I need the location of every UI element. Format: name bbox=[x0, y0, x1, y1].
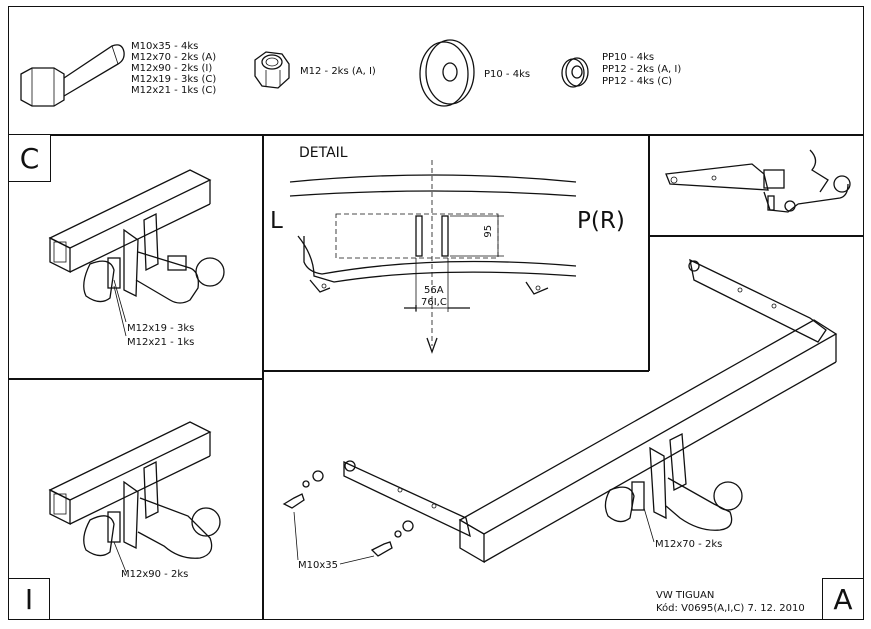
large-washer-spec: P10 - 4ks bbox=[484, 69, 531, 80]
bolt-spec-3: M12x90 - 2ks (I) bbox=[131, 63, 213, 74]
main-assembly-drawing bbox=[282, 258, 838, 565]
panel-c-label-1: M12x19 - 3ks bbox=[127, 323, 195, 334]
tow-hitch-i-drawing bbox=[48, 421, 221, 573]
main-letter: A bbox=[833, 582, 853, 616]
tow-hitch-c-drawing bbox=[48, 169, 225, 337]
panel-i-label: M12x90 - 2ks bbox=[121, 569, 189, 580]
drawing-frame bbox=[8, 6, 864, 620]
panel-i-letter: I bbox=[24, 582, 34, 616]
large-washer-icon bbox=[419, 39, 475, 107]
divider-left-mid bbox=[8, 378, 263, 380]
panel-c-label-2: M12x21 - 1ks bbox=[127, 337, 195, 348]
panel-i-letter-box: I bbox=[8, 578, 50, 620]
detail-dim-a: 56A bbox=[424, 285, 444, 296]
bolt-icon bbox=[20, 44, 125, 107]
divider-detail-right bbox=[648, 134, 650, 371]
panel-c-letter-box: C bbox=[8, 134, 51, 182]
bolt-spec-5: M12x21 - 1ks (C) bbox=[131, 85, 217, 96]
footer-code: Kód: V0695(A,I,C) 7. 12. 2010 bbox=[656, 603, 805, 614]
detail-left-side-label: L bbox=[270, 208, 283, 234]
bolt-spec-2: M12x70 - 2ks (A) bbox=[131, 52, 217, 63]
side-view-drawing bbox=[665, 149, 851, 213]
bolt-spec-1: M10x35 - 4ks bbox=[131, 41, 199, 52]
divider-top bbox=[8, 134, 864, 136]
nut-spec: M12 - 2ks (A, I) bbox=[300, 66, 376, 77]
detail-title: DETAIL bbox=[299, 145, 348, 161]
divider-right-small bbox=[648, 235, 864, 237]
main-ball-bolt-label: M12x70 - 2ks bbox=[655, 539, 723, 550]
small-washer-spec-1: PP10 - 4ks bbox=[602, 52, 655, 63]
detail-drawing bbox=[289, 160, 577, 354]
detail-dim-b: 76I,C bbox=[421, 297, 447, 308]
small-washer-spec-3: PP12 - 4ks (C) bbox=[602, 76, 673, 87]
main-bolt-label: M10x35 bbox=[298, 560, 338, 571]
detail-height-dim: 95 bbox=[483, 224, 495, 238]
main-letter-box: A bbox=[822, 578, 864, 620]
footer-model: VW TIGUAN bbox=[656, 590, 715, 601]
divider-detail-bottom bbox=[262, 370, 649, 372]
small-washer-icon bbox=[561, 57, 589, 88]
bolt-spec-4: M12x19 - 3ks (C) bbox=[131, 74, 217, 85]
divider-left bbox=[262, 134, 264, 620]
panel-c-letter: C bbox=[19, 141, 40, 175]
detail-right-side-label: P(R) bbox=[577, 208, 625, 234]
small-washer-spec-2: PP12 - 2ks (A, I) bbox=[602, 64, 682, 75]
nut-icon bbox=[254, 51, 290, 89]
